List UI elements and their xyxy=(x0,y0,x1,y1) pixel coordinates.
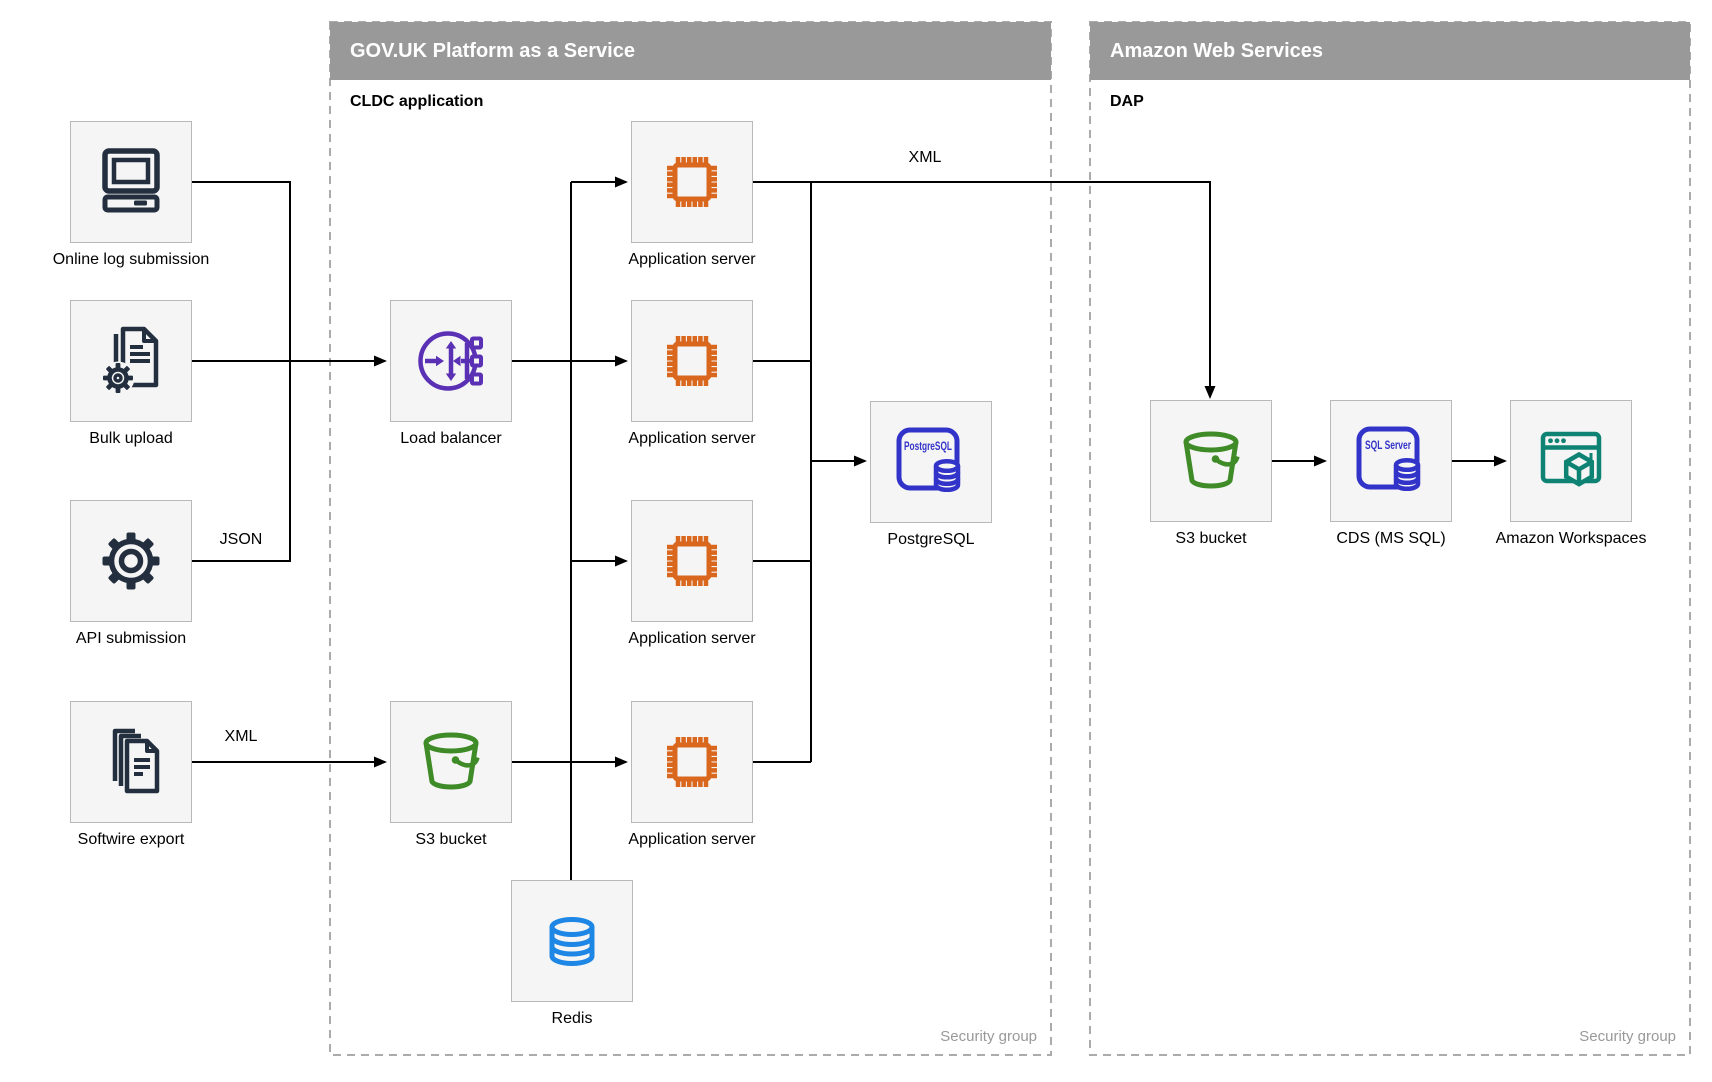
edge-label-xml-softwire: XML xyxy=(224,728,258,745)
node-label: CDS (MS SQL) xyxy=(1336,530,1446,547)
node-label: Redis xyxy=(551,1010,593,1027)
load-balancer-icon xyxy=(418,331,483,391)
node-bulk-upload: Bulk upload xyxy=(70,300,192,447)
paas-subtitle: CLDC application xyxy=(350,93,484,110)
amazon-workspaces-box xyxy=(1510,400,1632,522)
s3-bucket-icon xyxy=(423,732,480,790)
paas-security-group-label: Security group xyxy=(940,1028,1037,1045)
s3-bucket-icon xyxy=(1183,431,1240,489)
chip-icon xyxy=(667,336,717,386)
node-label: Amazon Workspaces xyxy=(1495,530,1647,547)
paas-title: GOV.UK Platform as a Service xyxy=(350,40,635,62)
aws-title: Amazon Web Services xyxy=(1110,40,1324,62)
edge-label-json: JSON xyxy=(219,531,263,548)
chip-icon xyxy=(667,536,717,586)
edge-xml-to-aws-s3 xyxy=(753,181,1216,399)
node-redis: Redis xyxy=(511,880,633,1027)
node-label: Softwire export xyxy=(77,831,185,848)
edge-app-collector-stubs xyxy=(753,360,811,763)
aws-security-group-label: Security group xyxy=(1579,1028,1676,1045)
softwire-export-box xyxy=(70,701,192,823)
paas-title-bar: GOV.UK Platform as a Service xyxy=(330,22,1051,80)
document-gear-icon xyxy=(101,326,159,395)
online-log-submission-box xyxy=(70,121,192,243)
node-label: S3 bucket xyxy=(1175,530,1247,547)
workspaces-window-cube-icon xyxy=(1540,431,1602,487)
chip-icon xyxy=(667,157,717,207)
cds-mssql-box: SQL Server xyxy=(1330,400,1452,522)
api-submission-box xyxy=(70,500,192,622)
application-server-1-box xyxy=(631,121,753,243)
node-label: S3 bucket xyxy=(415,831,487,848)
node-label: API submission xyxy=(75,630,187,647)
node-softwire-export: Softwire export xyxy=(70,701,192,848)
s3-bucket-aws-box xyxy=(1150,400,1272,522)
node-label: Application server xyxy=(628,630,756,647)
redis-box xyxy=(511,880,633,1002)
node-label: Application server xyxy=(628,251,756,268)
node-label: Online log submission xyxy=(52,251,210,268)
container-govuk-paas: GOV.UK Platform as a Service CLDC applic… xyxy=(330,22,1051,1055)
node-label: Bulk upload xyxy=(89,430,173,447)
aws-subtitle: DAP xyxy=(1110,93,1144,110)
node-label: Load balancer xyxy=(400,430,502,447)
chip-icon xyxy=(667,737,717,787)
documents-stack-icon xyxy=(112,728,160,794)
edge-sources-junction xyxy=(192,181,291,562)
aws-title-bar: Amazon Web Services xyxy=(1090,22,1690,80)
postgresql-box: PostgreSQL xyxy=(870,401,992,523)
application-server-2-box xyxy=(631,300,753,422)
application-server-4-box xyxy=(631,701,753,823)
gear-icon xyxy=(102,532,160,590)
load-balancer-box xyxy=(390,300,512,422)
node-application-server-1: Application server xyxy=(628,121,756,268)
s3-bucket-paas-box xyxy=(390,701,512,823)
node-load-balancer: Load balancer xyxy=(390,300,512,447)
node-application-server-3: Application server xyxy=(628,500,756,647)
desktop-computer-icon xyxy=(102,148,160,213)
node-cds-mssql: SQL Server CDS (MS SQL) xyxy=(1330,400,1452,547)
edge-label-xml-to-aws: XML xyxy=(908,149,942,166)
node-s3-bucket-paas: S3 bucket xyxy=(390,701,512,848)
node-online-log-submission: Online log submission xyxy=(53,121,209,268)
node-label: Application server xyxy=(628,430,756,447)
paas-dashed-border xyxy=(329,21,1052,1056)
sql-server-icon-text: SQL Server xyxy=(1365,440,1411,452)
bulk-upload-box xyxy=(70,300,192,422)
node-application-server-4: Application server xyxy=(628,701,756,848)
postgresql-database-icon: PostgreSQL xyxy=(896,427,961,493)
node-api-submission: API submission xyxy=(70,500,192,647)
node-s3-bucket-aws: S3 bucket xyxy=(1150,400,1272,547)
node-postgresql: PostgreSQL PostgreSQL xyxy=(870,401,992,548)
postgresql-icon-text: PostgreSQL xyxy=(904,441,952,453)
node-amazon-workspaces: Amazon Workspaces xyxy=(1496,400,1646,547)
database-cylinder-icon xyxy=(549,917,595,966)
node-application-server-2: Application server xyxy=(628,300,756,447)
sql-server-database-icon: SQL Server xyxy=(1356,426,1421,492)
application-server-3-box xyxy=(631,500,753,622)
node-label: Application server xyxy=(628,831,756,848)
node-label: PostgreSQL xyxy=(887,531,975,548)
container-aws: Amazon Web Services DAP Security group xyxy=(1090,22,1690,1055)
